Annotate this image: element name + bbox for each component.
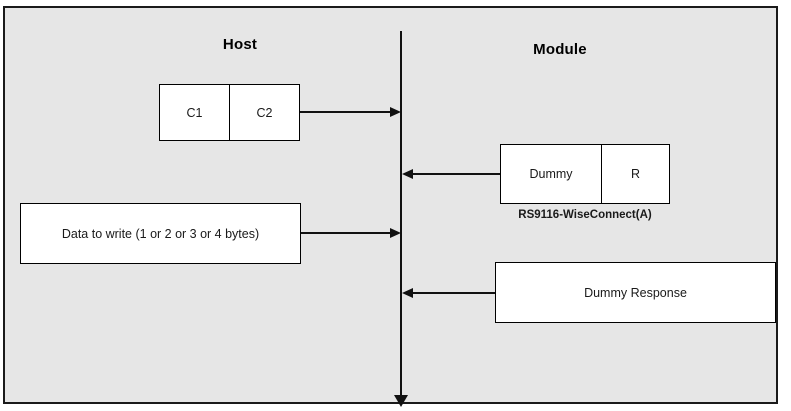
message-4-arrowhead-left	[402, 287, 413, 298]
time-axis-line	[400, 31, 402, 399]
command-packet: C1 C2	[159, 84, 300, 141]
command-packet-cell-c2: C2	[229, 85, 299, 140]
dummy-response-packet: Dummy Response	[495, 262, 776, 323]
diagram-canvas: Host Module C1 C2 Dummy R RS9116-WiseCon…	[3, 6, 778, 407]
time-axis-arrowhead	[394, 395, 408, 407]
module-column-title: Module	[533, 41, 587, 58]
data-to-write-packet-label: Data to write (1 or 2 or 3 or 4 bytes)	[61, 226, 260, 241]
message-3-line	[301, 232, 392, 234]
message-1-arrowhead-right	[390, 106, 401, 117]
dummy-r-packet-cell-r: R	[601, 145, 669, 203]
message-3-arrowhead-right	[390, 227, 401, 238]
message-4-line	[413, 292, 495, 294]
message-2-line	[413, 173, 500, 175]
data-to-write-packet: Data to write (1 or 2 or 3 or 4 bytes)	[20, 203, 301, 264]
dummy-r-packet: Dummy R	[500, 144, 670, 204]
message-2-arrowhead-left	[402, 168, 413, 179]
command-packet-cell-c1: C1	[186, 105, 203, 120]
host-column-title: Host	[222, 36, 258, 53]
dummy-r-packet-cell-dummy: Dummy	[529, 167, 573, 181]
message-1-line	[300, 111, 392, 113]
dummy-r-packet-caption: RS9116-WiseConnect(A)	[518, 209, 652, 221]
dummy-response-packet-label: Dummy Response	[584, 285, 687, 300]
